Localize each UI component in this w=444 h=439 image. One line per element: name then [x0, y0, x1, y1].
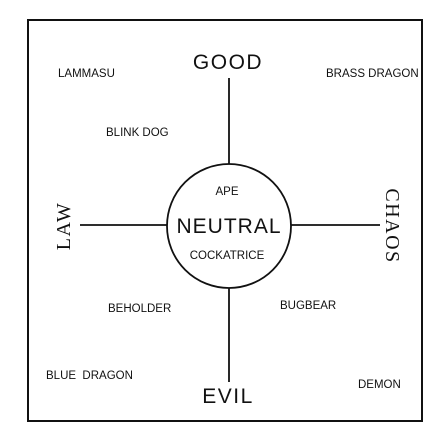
creature-bugbear: BUGBEAR [280, 300, 336, 312]
creature-demon: DEMON [358, 379, 401, 391]
law-label: LAW [53, 202, 75, 250]
creature-beholder: BEHOLDER [108, 303, 171, 315]
neutral-circle [166, 163, 292, 289]
creature-blink-dog: BLINK DOG [106, 127, 169, 139]
chaos-label: CHAOS [381, 188, 403, 263]
center-lower-entry: COCKATRICE [190, 250, 265, 262]
evil-label: EVIL [202, 385, 254, 408]
creature-blue-dragon: BLUE DRAGON [46, 370, 133, 382]
outer-frame [27, 19, 423, 422]
center-upper-entry: APE [215, 186, 238, 198]
creature-lammasu: LAMMASU [58, 68, 115, 80]
neutral-label: NEUTRAL [176, 215, 281, 238]
creature-brass-dragon: BRASS DRAGON [326, 68, 419, 80]
good-label: GOOD [193, 51, 263, 74]
